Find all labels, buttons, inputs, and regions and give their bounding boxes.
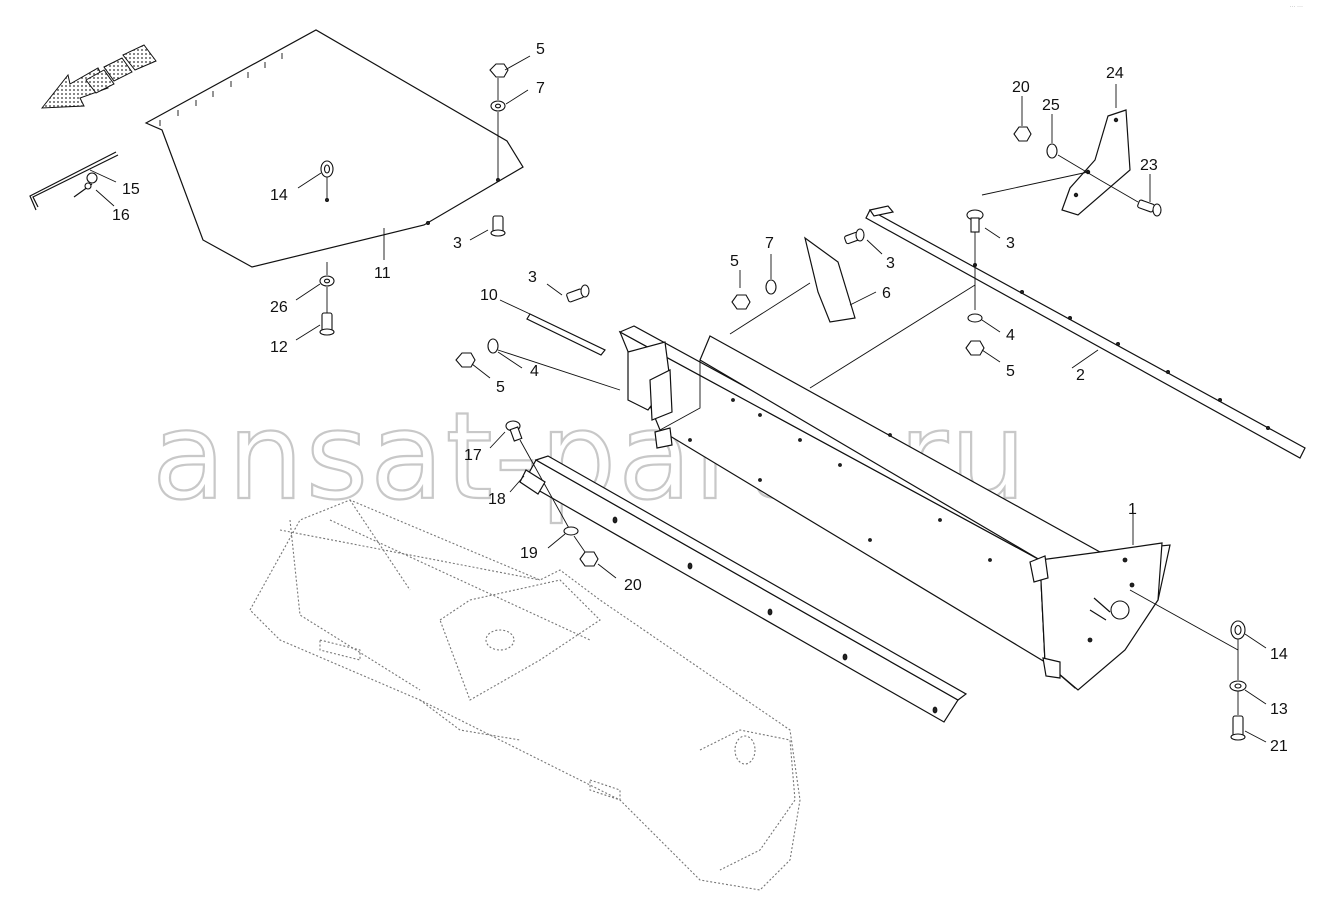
- bolt-part-3-strip2: [966, 209, 984, 233]
- callout-3-bracket: 3: [886, 255, 895, 272]
- callout-25: 26: [270, 299, 288, 316]
- callout-4-strip: 4: [530, 363, 539, 380]
- washer-part-25: [319, 275, 335, 287]
- nut-part-5-bracket: [731, 294, 751, 310]
- cover-plate-part-11: [144, 29, 524, 268]
- washer-part-24: [1046, 143, 1058, 159]
- bolt-part-3-plate: [490, 215, 506, 237]
- callout-6: 6: [882, 285, 891, 302]
- callout-20-upper: 20: [1012, 79, 1030, 96]
- washer-part-19: [563, 526, 579, 536]
- lynch-pin-part-15: [29, 151, 119, 211]
- washer-part-4-strip2: [967, 313, 983, 323]
- nut-part-20-upper: [1013, 126, 1032, 142]
- leader-lines: [89, 55, 1267, 743]
- callout-2: 2: [1076, 367, 1085, 384]
- eye-bolt-part-14-right: [1230, 620, 1246, 680]
- callout-26: 24: [1106, 65, 1124, 82]
- carriage-bolt-part-17: [505, 420, 523, 442]
- callout-20-lower: 20: [624, 577, 642, 594]
- eye-bolt-part-14-plate: [320, 160, 334, 198]
- corner-mark: ··· ···: [1289, 4, 1303, 10]
- callout-5-bracket: 5: [730, 253, 739, 270]
- nut-part-20-lower: [579, 551, 599, 567]
- strip-part-2: [865, 205, 1306, 459]
- callout-21: 21: [1270, 738, 1288, 755]
- callout-7-bracket: 7: [765, 235, 774, 252]
- background-header-assembly: [249, 499, 801, 891]
- callout-12: 12: [270, 339, 288, 356]
- bolt-part-12: [319, 312, 335, 336]
- callout-17: 17: [464, 447, 482, 464]
- callout-3-strip2: 3: [1006, 235, 1015, 252]
- callout-24: 25: [1042, 97, 1060, 114]
- callout-18: 18: [488, 491, 506, 508]
- washer-part-7-top: [490, 100, 506, 112]
- bracket-part-26: [1061, 109, 1131, 216]
- callout-16: 16: [112, 207, 130, 224]
- washer-part-4-strip: [487, 338, 499, 354]
- bolt-part-3-bracket: [844, 228, 865, 245]
- callout-7-top: 7: [536, 80, 545, 97]
- washer-part-13: [1229, 680, 1247, 692]
- washer-part-7-bracket: [765, 279, 777, 295]
- bolt-part-3-strip: [566, 284, 590, 303]
- bolt-part-21: [1230, 715, 1246, 741]
- callout-11: 11: [374, 265, 391, 282]
- callout-numbers: 5 7 14 3 11 26 12 15 16 10 3 4 5 17 18 1…: [112, 41, 1288, 755]
- callout-3-strip: 3: [528, 269, 537, 286]
- nut-part-5-strip: [455, 352, 476, 368]
- callout-19: 19: [520, 545, 538, 562]
- nut-part-5-top: [489, 63, 509, 78]
- bolt-part-23: [1137, 199, 1162, 217]
- callout-5-strip2: 5: [1006, 363, 1015, 380]
- callout-14-right: 14: [1270, 646, 1288, 663]
- callout-15: 15: [122, 181, 140, 198]
- callout-5-top: 5: [536, 41, 545, 58]
- callout-14-plate: 14: [270, 187, 288, 204]
- bracket-part-6: [804, 236, 856, 323]
- trough-part-1: [618, 325, 1171, 691]
- callout-13: 13: [1270, 701, 1288, 718]
- callout-4-strip2: 4: [1006, 327, 1015, 344]
- callout-3-plate: 3: [453, 235, 462, 252]
- callout-10: 10: [480, 287, 498, 304]
- callout-5-strip: 5: [496, 379, 505, 396]
- strip-part-10: [526, 313, 606, 356]
- callout-23: 23: [1140, 157, 1158, 174]
- direction-arrow-icon: [40, 44, 157, 109]
- callout-1: 1: [1128, 501, 1137, 518]
- clip-part-16: [73, 182, 93, 198]
- nut-part-5-strip2: [965, 340, 985, 356]
